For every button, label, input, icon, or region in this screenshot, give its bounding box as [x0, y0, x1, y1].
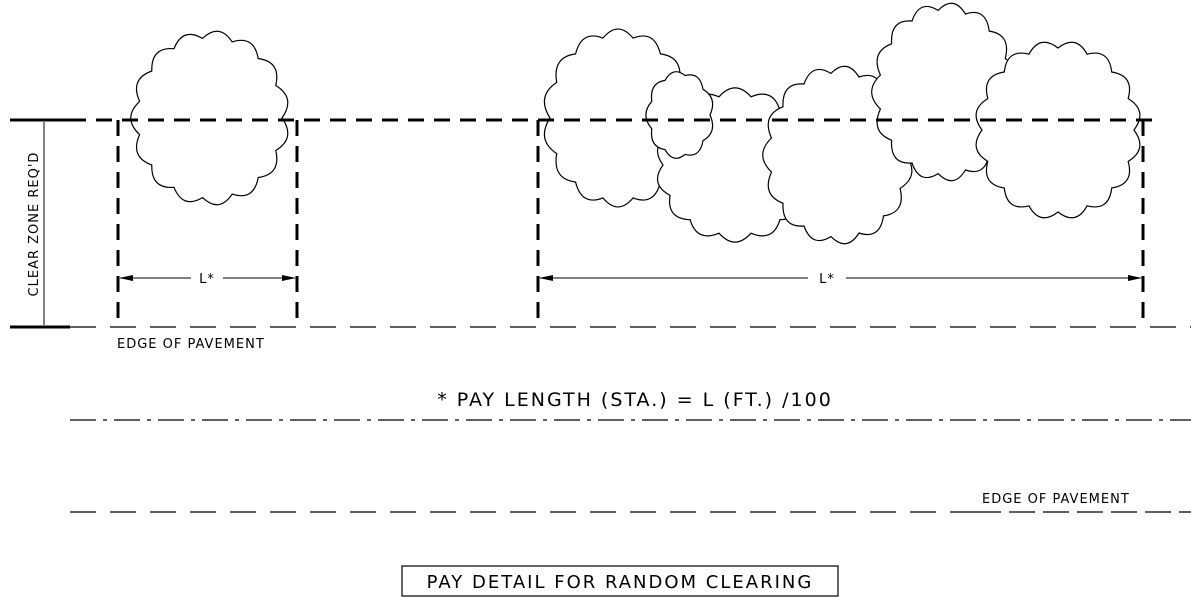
edge-of-pavement-label-lower: EDGE OF PAVEMENT — [982, 492, 1130, 507]
dimension-left-label: L* — [199, 272, 215, 287]
edge-of-pavement-label-upper: EDGE OF PAVEMENT — [117, 337, 265, 352]
clear-zone-label: CLEAR ZONE REQ'D — [27, 152, 42, 297]
title-box — [401, 565, 839, 597]
dimension-right-label: L* — [819, 272, 835, 287]
drawing-title: PAY DETAIL FOR RANDOM CLEARING — [427, 572, 814, 593]
pay-length-note: * PAY LENGTH (STA.) = L (FT.) /100 — [437, 389, 833, 411]
tree-cluster — [543, 2, 1141, 245]
tree-single — [130, 30, 289, 206]
